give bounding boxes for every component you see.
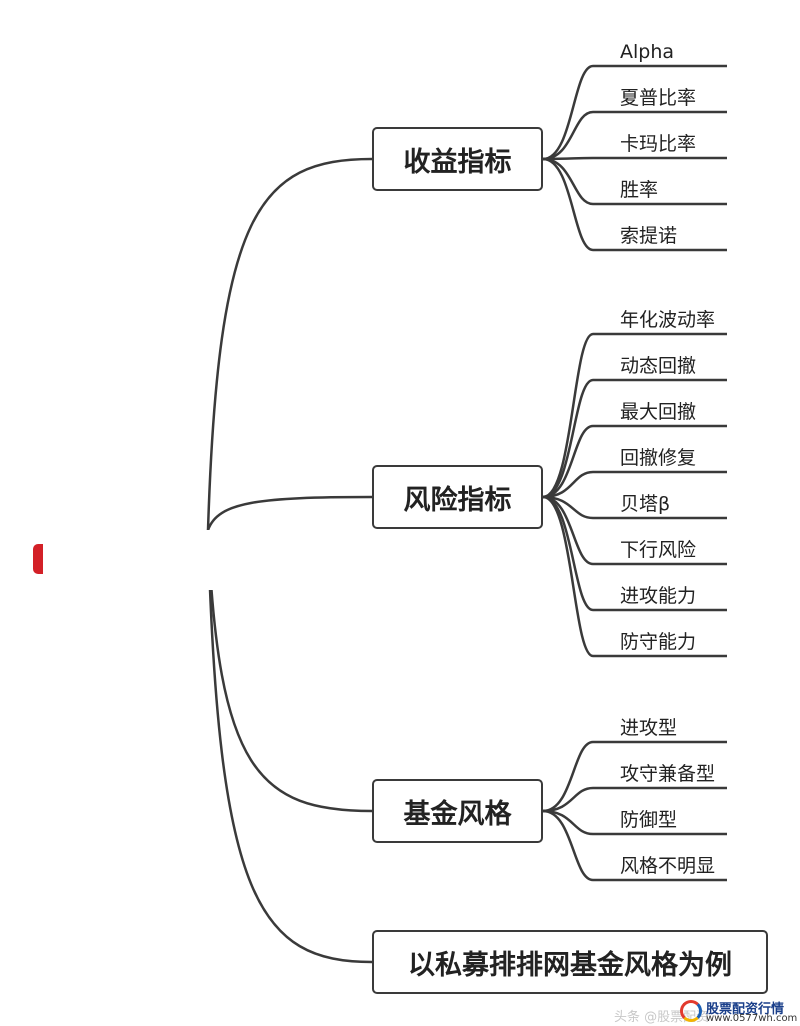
branch-leaf-connector bbox=[542, 495, 727, 658]
branch-leaf-connector bbox=[542, 424, 727, 499]
logo-icon bbox=[680, 1000, 702, 1022]
branch-leaf-connector bbox=[542, 156, 727, 161]
root-branch-connector bbox=[206, 157, 373, 531]
logo-name: 股票配资行情 bbox=[706, 1002, 785, 1017]
leaf-node[interactable]: Alpha bbox=[620, 41, 675, 63]
logo-url: www.0577wh.com bbox=[706, 1013, 798, 1024]
leaf-node[interactable]: 攻守兼备型 bbox=[620, 763, 716, 785]
leaf-node[interactable]: 动态回撤 bbox=[620, 355, 697, 377]
branch-label: 风险指标 bbox=[403, 484, 512, 516]
branch-leaf-connector bbox=[542, 495, 727, 520]
leaf-node[interactable]: 回撤修复 bbox=[620, 447, 697, 469]
leaf-node[interactable]: 胜率 bbox=[620, 179, 659, 201]
branch-leaf-connector bbox=[542, 809, 727, 882]
leaf-node[interactable]: 进攻型 bbox=[620, 717, 678, 739]
branch-leaf-connector bbox=[542, 64, 727, 161]
branch-node-risk-metrics[interactable]: 风险指标 bbox=[372, 465, 543, 529]
branch-leaf-connector bbox=[542, 110, 727, 161]
root-branch-connector bbox=[206, 529, 373, 964]
branch-leaf-connector bbox=[542, 809, 727, 836]
branch-leaf-connector bbox=[542, 332, 727, 499]
branch-node-example[interactable]: 以私募排排网基金风格为例 bbox=[372, 930, 768, 994]
branch-label: 收益指标 bbox=[403, 146, 512, 178]
root-branch-connector bbox=[206, 495, 373, 531]
connector-lines bbox=[206, 64, 727, 964]
leaf-node[interactable]: 防御型 bbox=[620, 809, 678, 831]
branch-leaf-connector bbox=[542, 470, 727, 499]
leaf-node[interactable]: 卡玛比率 bbox=[620, 133, 697, 155]
branch-leaf-connector bbox=[542, 378, 727, 499]
branch-label: 基金风格 bbox=[403, 798, 512, 830]
leaf-node[interactable]: 下行风险 bbox=[620, 539, 697, 561]
leaf-node[interactable]: 年化波动率 bbox=[620, 309, 716, 331]
leaf-node[interactable]: 夏普比率 bbox=[620, 87, 697, 109]
leaf-node[interactable]: 最大回撤 bbox=[620, 401, 697, 423]
leaf-node[interactable]: 防守能力 bbox=[620, 631, 697, 653]
branch-leaf-connector bbox=[542, 157, 727, 206]
leaf-node[interactable]: 进攻能力 bbox=[620, 585, 697, 607]
leaf-node[interactable]: 贝塔β bbox=[620, 493, 671, 515]
root-node-marker bbox=[33, 544, 43, 574]
branch-leaf-connector bbox=[542, 157, 727, 252]
leaf-node[interactable]: 风格不明显 bbox=[620, 855, 716, 877]
branch-label: 以私募排排网基金风格为例 bbox=[408, 949, 732, 981]
leaf-node[interactable]: 索提诺 bbox=[620, 225, 678, 247]
branch-node-return-metrics[interactable]: 收益指标 bbox=[372, 127, 543, 191]
branch-leaf-connector bbox=[542, 786, 727, 813]
site-logo: 股票配资行情 www.0577wh.com bbox=[680, 998, 798, 1026]
root-branch-connector bbox=[206, 529, 373, 813]
branch-leaf-connector bbox=[542, 740, 727, 813]
branch-node-fund-style[interactable]: 基金风格 bbox=[372, 779, 543, 843]
root-node-obscured bbox=[40, 530, 280, 590]
